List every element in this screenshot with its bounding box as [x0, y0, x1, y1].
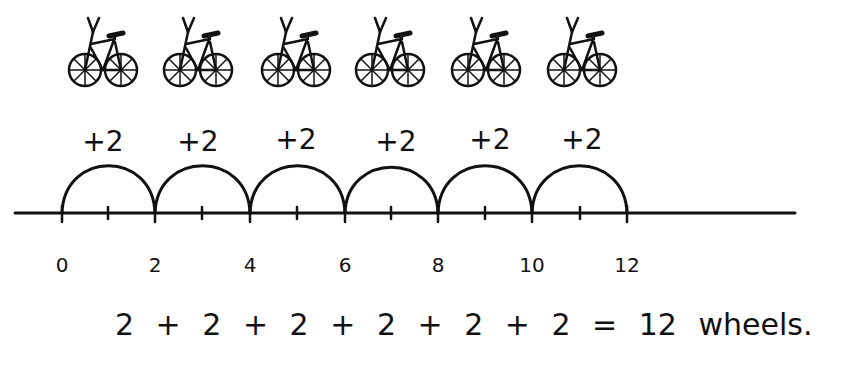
jump-label: +2	[82, 128, 123, 156]
bicycle-drawing	[356, 18, 424, 86]
bicycle-drawing	[262, 18, 330, 86]
bicycle-drawing	[452, 18, 520, 86]
tick-number: 6	[339, 255, 352, 275]
tick-marks	[62, 206, 627, 222]
tick-number: 10	[519, 255, 544, 275]
equation-text: 2 + 2 + 2 + 2 + 2 + 2 = 12 wheels.	[115, 310, 812, 340]
tick-number: 0	[56, 255, 69, 275]
bicycle-drawing	[548, 18, 616, 86]
tick-number: 12	[614, 255, 639, 275]
tick-number: 8	[432, 255, 445, 275]
jump-label: +2	[561, 126, 602, 154]
tick-number: 2	[149, 255, 162, 275]
jump-label: +2	[177, 128, 218, 156]
jump-label: +2	[469, 126, 510, 154]
tick-number: 4	[244, 255, 257, 275]
number-line	[15, 212, 795, 215]
bicycle-drawing	[69, 18, 137, 86]
bicycle-drawing	[164, 18, 232, 86]
jump-label: +2	[375, 128, 416, 156]
jump-label: +2	[275, 126, 316, 154]
